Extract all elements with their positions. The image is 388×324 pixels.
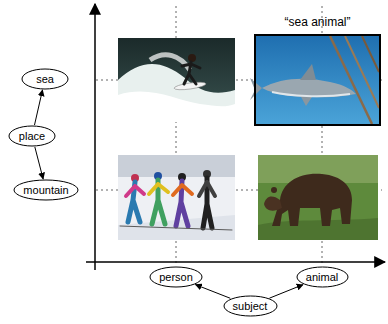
bear-photo (258, 155, 378, 240)
ellipse-outline (224, 296, 277, 316)
shark-photo (250, 36, 379, 124)
ellipse-outline (150, 267, 202, 287)
category-ellipse: animal (296, 266, 349, 288)
connector-arrow (269, 285, 303, 299)
y-axis (94, 4, 96, 270)
category-ellipse: mountain (13, 179, 79, 201)
node-label: person (159, 270, 193, 284)
node-label: “sea animal” (256, 15, 379, 29)
skiers-photo (118, 155, 235, 240)
category-ellipse: person (149, 266, 203, 288)
node-label: animal (306, 270, 338, 284)
ellipse-outline (297, 267, 348, 287)
ellipse-outline (9, 126, 55, 146)
category-ellipse: sea (21, 68, 69, 90)
x-axis (86, 261, 385, 263)
connector-arrow (34, 90, 42, 125)
ellipse-outline (22, 69, 68, 89)
connector-arrow (35, 147, 43, 179)
node-label: subject (233, 299, 268, 313)
category-ellipse: subject (223, 295, 278, 317)
surfer-photo (118, 38, 235, 122)
node-label: place (19, 129, 45, 143)
grid-line (96, 6, 382, 264)
category-ellipse: place (8, 125, 56, 147)
highlight-box: “sea animal” (254, 34, 381, 126)
connector-arrow (195, 285, 230, 299)
node-label: mountain (23, 183, 68, 197)
ellipse-outline (14, 180, 78, 200)
node-label: sea (36, 72, 54, 86)
